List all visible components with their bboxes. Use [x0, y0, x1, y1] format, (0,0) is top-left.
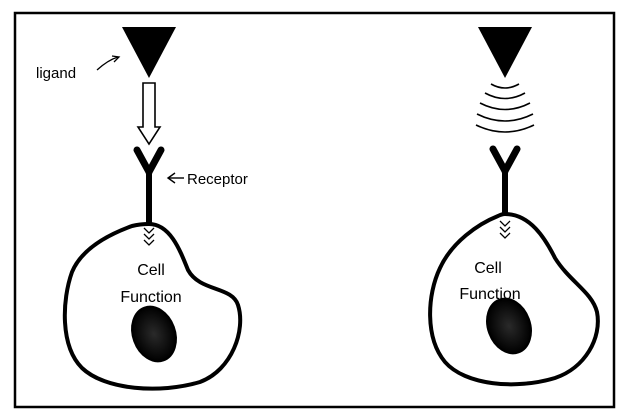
ligand-label: ligand	[36, 65, 76, 82]
signal-waves	[476, 84, 534, 132]
right-panel-ligand-signal: Cell Function	[430, 27, 598, 384]
cell-label-line1-left: Cell	[137, 262, 165, 279]
ligand-triangle-right	[478, 27, 532, 78]
binding-arrow	[138, 83, 160, 144]
receptor-right	[493, 149, 517, 214]
receptor-label: Receptor	[187, 171, 248, 188]
cell-label-line1-right: Cell	[474, 260, 502, 277]
ligand-pointer-arrow	[97, 57, 118, 70]
receptor-left	[137, 150, 161, 224]
cell-label-line2-left: Function	[120, 289, 181, 306]
ligand-triangle-left	[122, 27, 176, 78]
left-panel-ligand-binding: ligand Receptor Cell Function	[36, 27, 248, 389]
